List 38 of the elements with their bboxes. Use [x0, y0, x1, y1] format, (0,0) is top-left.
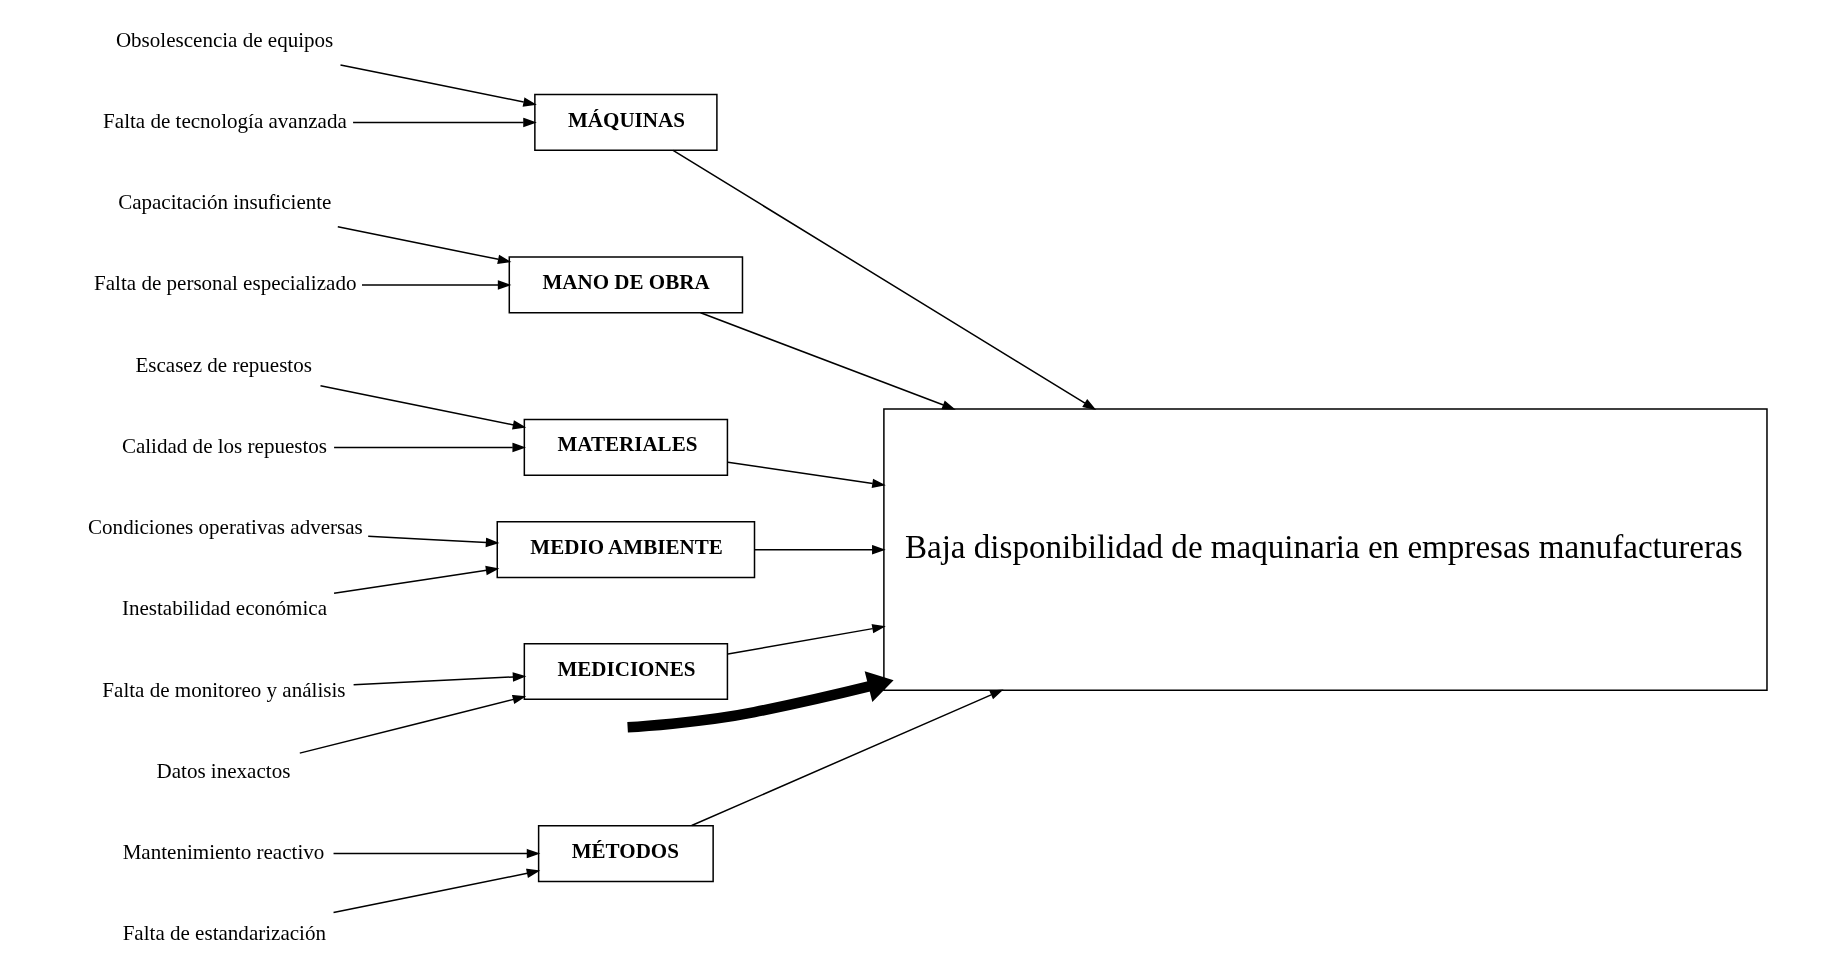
node-box: MÉTODOS — [537, 825, 714, 883]
arrow — [332, 848, 541, 859]
arrow — [699, 312, 956, 410]
node-text: Inestabilidad económica — [121, 596, 328, 621]
node-text: Datos inexactos — [156, 758, 291, 783]
node-box: MEDICIONES — [523, 642, 729, 701]
arrow — [367, 535, 500, 548]
arrow — [352, 117, 537, 128]
arrow — [333, 565, 500, 594]
node-text: Falta de tecnología avanzada — [103, 108, 347, 133]
arrow — [727, 624, 886, 655]
node-text: Falta de personal especializado — [94, 271, 357, 296]
arrow — [672, 149, 1097, 410]
arrow — [339, 64, 537, 107]
node-box: MANO DE OBRA — [508, 256, 744, 314]
arrow — [690, 689, 1004, 827]
arrow — [332, 868, 541, 914]
arrow — [352, 672, 527, 686]
node-text: Falta de estandarización — [122, 921, 327, 946]
node-box: MATERIALES — [523, 418, 729, 476]
node-text: Capacitación insuficiente — [118, 190, 332, 215]
arrow — [299, 694, 527, 754]
node-text: Escasez de repuestos — [135, 352, 312, 377]
arrow — [337, 226, 512, 264]
arrow — [333, 442, 526, 453]
node-box: Baja disponibilidad de maquinaria en empresas manufactureras — [883, 408, 1768, 692]
node-box: MEDIO AMBIENTE — [496, 521, 756, 579]
node-text: Falta de monitoreo y análisis — [102, 677, 346, 702]
arrow — [319, 385, 527, 430]
arrow — [754, 544, 886, 555]
node-text: Calidad de los repuestos — [121, 433, 328, 458]
node-text: Mantenimiento reactivo — [122, 840, 325, 865]
node-box: MÁQUINAS — [534, 93, 718, 151]
arrow — [627, 671, 894, 733]
node-text: Obsolescencia de equipos — [115, 27, 334, 52]
arrow — [727, 461, 886, 489]
arrow — [361, 280, 512, 290]
node-text: Condiciones operativas adversas — [88, 515, 363, 540]
